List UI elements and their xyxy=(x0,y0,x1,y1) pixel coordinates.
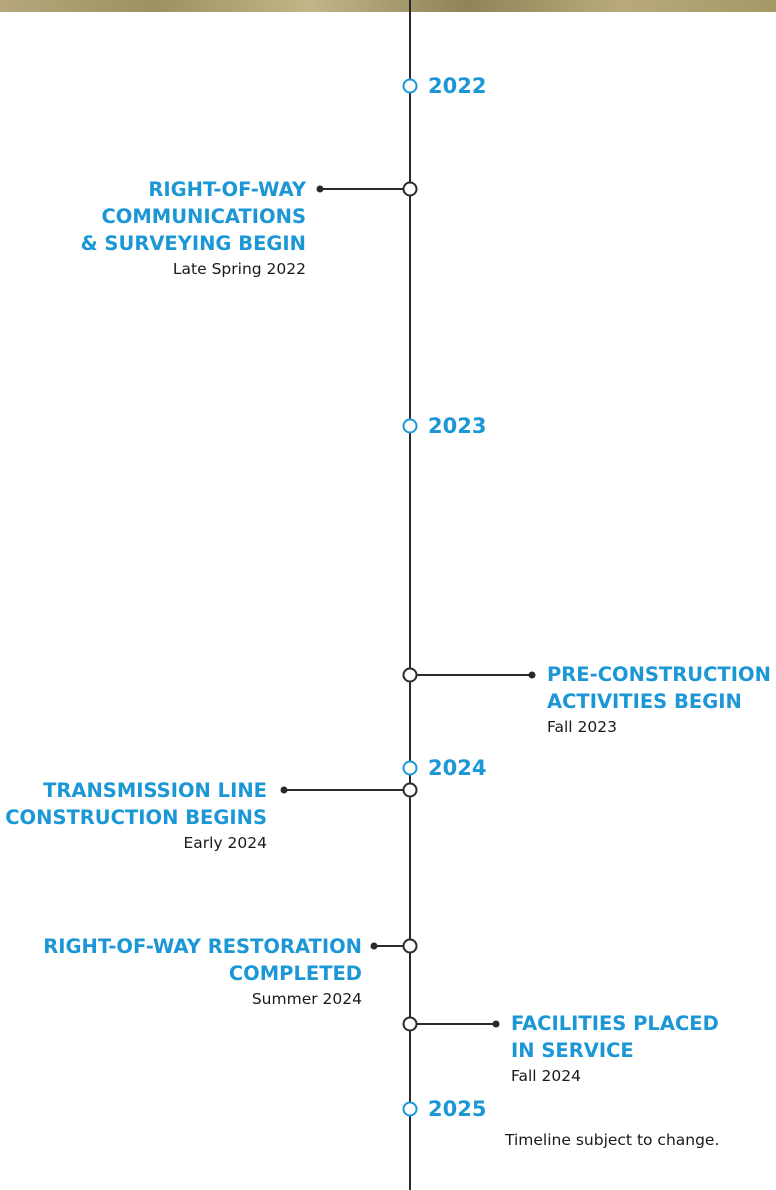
event-preconstruction: PRE-CONSTRUCTION ACTIVITIES BEGIN Fall 2… xyxy=(547,661,771,739)
connector-dot-facilities xyxy=(492,1020,500,1028)
event-row-restoration: RIGHT-OF-WAY RESTORATION COMPLETED Summe… xyxy=(43,933,362,1011)
connector-dot-transmission xyxy=(280,786,288,794)
event-date: Late Spring 2022 xyxy=(172,260,306,278)
connector-dot-preconstruction xyxy=(528,671,536,679)
timeline-disclaimer: Timeline subject to change. xyxy=(505,1131,720,1149)
event-node-row-comms xyxy=(402,181,418,197)
event-title-line: RIGHT-OF-WAY xyxy=(148,178,306,201)
event-transmission-line: TRANSMISSION LINE CONSTRUCTION BEGINS Ea… xyxy=(5,777,267,855)
header-photo-strip xyxy=(0,0,776,12)
event-node-facilities xyxy=(402,1016,418,1032)
event-date: Fall 2023 xyxy=(547,718,617,736)
year-marker-2023 xyxy=(402,418,418,434)
year-label-2023: 2023 xyxy=(428,414,487,438)
year-label-2024: 2024 xyxy=(428,756,487,780)
event-date: Summer 2024 xyxy=(251,990,362,1008)
year-marker-2022 xyxy=(402,78,418,94)
event-title-line: & SURVEYING BEGIN xyxy=(80,232,306,255)
year-label-2025: 2025 xyxy=(428,1097,487,1121)
year-marker-2025 xyxy=(402,1101,418,1117)
event-date: Fall 2024 xyxy=(511,1067,581,1085)
event-date: Early 2024 xyxy=(183,834,267,852)
event-title-line: TRANSMISSION LINE xyxy=(43,779,267,802)
event-title-line: CONSTRUCTION BEGINS xyxy=(5,806,267,829)
event-title-line: IN SERVICE xyxy=(511,1039,634,1062)
year-marker-2024 xyxy=(402,760,418,776)
event-row-communications: RIGHT-OF-WAY COMMUNICATIONS & SURVEYING … xyxy=(81,176,306,281)
year-label-2022: 2022 xyxy=(428,74,487,98)
connector-dot-row-comms xyxy=(316,185,324,193)
event-title-line: COMMUNICATIONS xyxy=(101,205,307,228)
connector-dot-restoration xyxy=(370,942,378,950)
event-title-line: FACILITIES PLACED xyxy=(511,1012,719,1035)
event-node-restoration xyxy=(402,938,418,954)
event-title-line: COMPLETED xyxy=(228,962,362,985)
event-title-line: ACTIVITIES BEGIN xyxy=(547,690,742,713)
event-title-line: RIGHT-OF-WAY RESTORATION xyxy=(43,935,362,958)
event-title-line: PRE-CONSTRUCTION xyxy=(547,663,771,686)
event-node-transmission xyxy=(402,782,418,798)
event-node-preconstruction xyxy=(402,667,418,683)
event-facilities-in-service: FACILITIES PLACED IN SERVICE Fall 2024 xyxy=(511,1010,719,1088)
